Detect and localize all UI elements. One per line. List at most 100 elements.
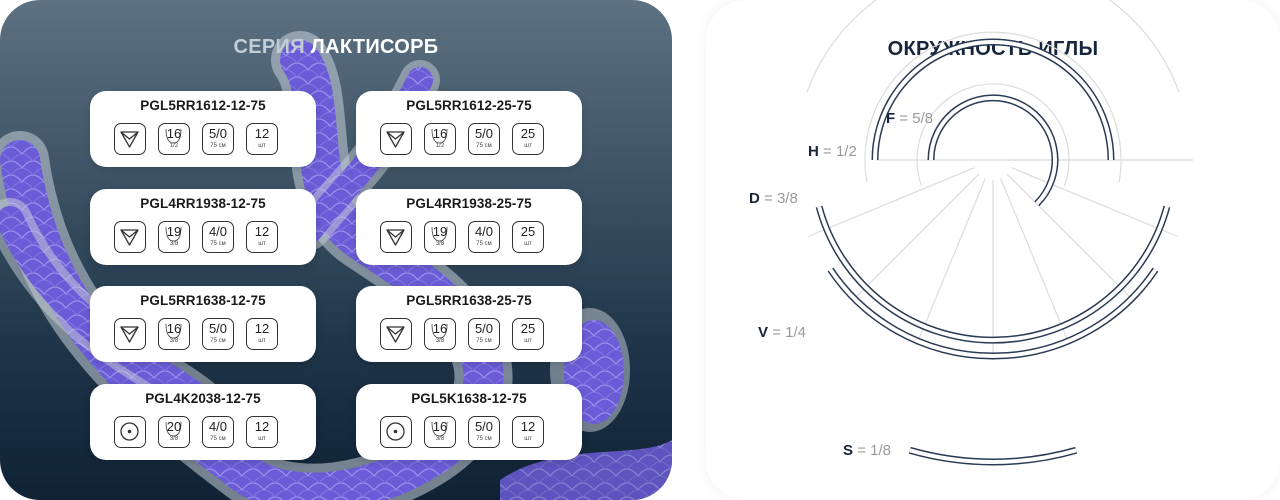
thread-usp-box: 5/0 75 см: [468, 318, 500, 350]
needle-curve: 1/2: [169, 143, 179, 149]
circumference-panel: ОКРУЖНОСТЬ ИГЛЫ F = 5/8 H = 1/2 D = 3/8 …: [706, 0, 1280, 500]
thread-usp-box: 4/0 75 см: [202, 416, 234, 448]
product-card: PGL5RR1612-25-75 16 1/2 5/0 75 см 25 шт: [356, 91, 582, 167]
quantity-unit: шт: [524, 143, 532, 149]
thread-usp: 5/0: [474, 321, 494, 336]
needle-curve: 3/8: [435, 241, 445, 247]
round-body-circle-icon: [114, 416, 146, 448]
thread-usp: 5/0: [474, 419, 494, 434]
guide-ray: [915, 178, 986, 346]
thread-length: 75 см: [476, 338, 492, 344]
thread-usp: 4/0: [208, 224, 228, 239]
round-body-circle-icon: [380, 416, 412, 448]
guide-ray: [1006, 173, 1135, 302]
needle-curve: 3/8: [435, 436, 445, 442]
guide-arc-h: [864, 31, 1122, 183]
thread-length: 75 см: [476, 143, 492, 149]
needle-curve: 3/8: [169, 436, 179, 442]
needle-size: 16: [166, 321, 182, 336]
reverse-cutting-triangle-icon: [114, 221, 146, 253]
needle-size: 16: [166, 126, 182, 141]
needle-size: 20: [166, 419, 182, 434]
needle-arc-v-inner: [828, 268, 1158, 358]
product-code: PGL5RR1612-25-75: [406, 98, 532, 113]
quantity-unit: шт: [258, 338, 266, 344]
thread-usp: 5/0: [208, 126, 228, 141]
label-f: F = 5/8: [886, 110, 934, 127]
needle-size: 19: [432, 224, 448, 239]
guide-arc-f: [916, 83, 1070, 187]
thread-usp-box: 5/0 75 см: [468, 123, 500, 155]
needle-circumference-diagram: [806, 0, 1193, 466]
needle-arc-s-inner: [909, 448, 1077, 464]
thread-usp-box: 5/0 75 см: [202, 123, 234, 155]
thread-length: 75 см: [210, 241, 226, 247]
quantity-box: 12 шт: [246, 221, 278, 253]
quantity: 12: [254, 224, 270, 239]
product-code: PGL5K1638-12-75: [411, 391, 527, 406]
quantity-unit: шт: [524, 241, 532, 247]
thread-length: 75 см: [476, 241, 492, 247]
quantity: 12: [254, 126, 270, 141]
product-code: PGL4RR1938-12-75: [140, 196, 266, 211]
quantity-unit: шт: [258, 143, 266, 149]
needle-curve: 1/2: [435, 143, 445, 149]
thread-usp: 5/0: [474, 126, 494, 141]
quantity-box: 12 шт: [246, 123, 278, 155]
thread-length: 75 см: [210, 436, 226, 442]
guide-ray: [1011, 167, 1179, 238]
product-code: PGL4RR1938-25-75: [406, 196, 532, 211]
thread-length: 75 см: [476, 436, 492, 442]
product-code: PGL4K2038-12-75: [145, 391, 261, 406]
thread-length: 75 см: [210, 143, 226, 149]
thread-length: 75 см: [210, 338, 226, 344]
guide-ray: [1000, 178, 1071, 346]
needle-size: 16: [432, 126, 448, 141]
quantity: 12: [254, 321, 270, 336]
product-code: PGL5RR1638-12-75: [140, 293, 266, 308]
label-d: D = 3/8: [749, 190, 798, 207]
needle-arc-h-inner: [873, 40, 1113, 161]
needle-curve: 3/8: [169, 338, 179, 344]
quantity-unit: шт: [524, 436, 532, 442]
reverse-cutting-triangle-icon: [380, 221, 412, 253]
reverse-cutting-triangle-icon: [380, 123, 412, 155]
needle-size: 16: [432, 321, 448, 336]
reverse-cutting-triangle-icon: [380, 318, 412, 350]
thread-usp-box: 5/0 75 см: [468, 416, 500, 448]
quantity: 25: [520, 126, 536, 141]
quantity: 12: [254, 419, 270, 434]
reverse-cutting-triangle-icon: [114, 123, 146, 155]
quantity-unit: шт: [258, 241, 266, 247]
product-code: PGL5RR1638-25-75: [406, 293, 532, 308]
needle-size: 16: [432, 419, 448, 434]
quantity-unit: шт: [524, 338, 532, 344]
series-title: СЕРИЯ ЛАКТИСОРБ: [233, 36, 439, 58]
quantity: 25: [520, 224, 536, 239]
reverse-cutting-triangle-icon: [114, 318, 146, 350]
needle-arc-d-inner: [817, 206, 1169, 343]
thread-usp: 4/0: [208, 419, 228, 434]
quantity-unit: шт: [258, 436, 266, 442]
